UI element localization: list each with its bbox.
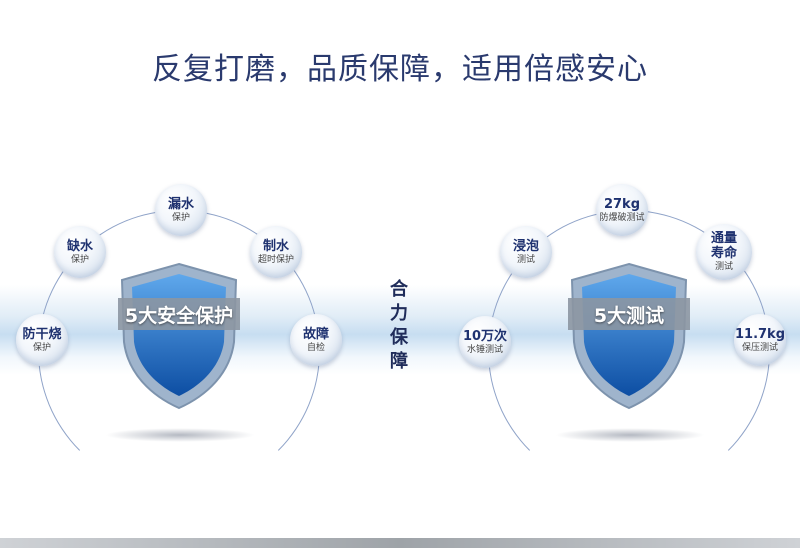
center-char: 力: [390, 303, 408, 324]
bubble-pressure-test: 11.7kg 保压测试: [734, 314, 786, 366]
shield-icon: [568, 262, 690, 410]
shield-icon: [118, 262, 240, 410]
bubble-sub: 防爆破测试: [599, 212, 645, 223]
bubble-sub: 保护: [171, 212, 190, 223]
bubble-sub: 保护: [32, 342, 51, 353]
bubble-sub: 水锤测试: [466, 344, 503, 355]
bubble-sub: 超时保护: [257, 254, 294, 265]
bubble-title: 制水: [262, 238, 289, 254]
bubble-dry-burn: 防干烧 保护: [16, 314, 68, 366]
center-char: 合: [390, 279, 408, 300]
bubble-water-hammer-test: 10万次 水锤测试: [459, 316, 511, 368]
bubble-sub: 测试: [714, 262, 733, 272]
right-shield-label: 5大测试: [593, 305, 665, 327]
center-vertical-label: 合 力 保 障: [387, 278, 411, 374]
floor-bar: [0, 538, 800, 548]
bubble-title: 故障: [302, 326, 329, 342]
bubble-sub: 保压测试: [741, 342, 778, 353]
left-shield: 5大安全保护: [118, 262, 240, 410]
headline: 反复打磨，品质保障，适用倍感安心: [152, 52, 648, 87]
bubble-soak-test: 浸泡 测试: [500, 226, 552, 278]
bubble-title: 10万次: [462, 328, 508, 344]
bubble-title: 防干烧: [22, 326, 62, 342]
bubble-title: 浸泡: [512, 238, 539, 254]
bubble-title: 通量寿命: [710, 231, 737, 261]
bubble-flux-life-test: 通量寿命 测试: [696, 224, 752, 280]
bubble-title: 漏水: [167, 196, 194, 212]
bubble-title: 11.7kg: [734, 326, 786, 342]
center-char: 保: [390, 327, 408, 348]
bubble-water-shortage: 缺水 保护: [54, 226, 106, 278]
bubble-leak-protection: 漏水 保护: [155, 184, 207, 236]
bubble-sub: 自检: [306, 342, 325, 353]
bubble-timeout-protection: 制水 超时保护: [250, 226, 302, 278]
right-shield: 5大测试: [568, 262, 690, 410]
bubble-burst-test: 27kg 防爆破测试: [596, 184, 648, 236]
bubble-sub: 保护: [70, 254, 89, 265]
right-shield-shadow: [555, 428, 705, 442]
bubble-fault-check: 故障 自检: [290, 314, 342, 366]
bubble-sub: 测试: [516, 254, 535, 265]
bubble-title: 27kg: [603, 196, 641, 212]
left-shield-label: 5大安全保护: [124, 305, 234, 327]
bubble-title: 缺水: [66, 238, 93, 254]
left-shield-shadow: [105, 428, 255, 442]
center-char: 障: [390, 351, 408, 372]
